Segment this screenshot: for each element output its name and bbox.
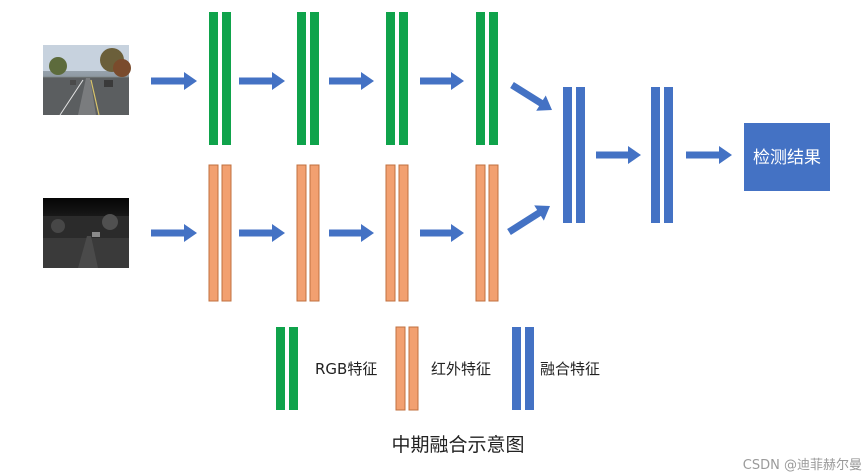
watermark: CSDN @迪菲赫尔曼 [743,458,862,473]
ir-feature-stage-2 [296,164,320,302]
arrow-to-result [686,146,732,164]
rgb-feature-stage-4 [476,12,498,145]
rgb-input-image [43,45,131,116]
detection-result-label: 检测结果 [753,148,821,168]
legend-ir-label: 红外特征 [431,360,491,378]
arrow-rgb-input [151,72,197,90]
diagram-caption: 中期融合示意图 [391,434,524,456]
arrow-ir-input [151,224,197,242]
arrow-ir-to-fusion [507,205,550,235]
arrow-rgb-stage-2 [329,72,374,90]
arrow-ir-stage-1 [239,224,285,242]
ir-feature-stage-3 [385,164,409,302]
ir-feature-stage-1 [208,164,232,302]
rgb-feature-stage-1 [209,12,231,145]
rgb-feature-stage-2 [297,12,319,145]
legend-fusion-label: 融合特征 [540,360,600,378]
rgb-feature-stage-3 [386,12,408,145]
ir-feature-stage-4 [475,164,499,302]
arrow-fusion-stage [596,146,641,164]
detection-result-box [744,123,830,191]
arrow-ir-stage-2 [329,224,374,242]
arrow-layer [151,72,732,242]
legend-ir-bars [395,326,419,411]
fusion-feature-stage-2 [651,87,673,223]
arrow-rgb-stage-3 [420,72,464,90]
ir-input-image [43,198,129,268]
arrow-rgb-stage-1 [239,72,285,90]
legend-fusion-bars [512,327,534,410]
feature-layer [208,12,673,302]
arrow-ir-stage-3 [420,224,464,242]
legend-rgb-label: RGB特征 [315,360,377,378]
arrow-rgb-to-fusion [510,82,553,111]
legend-rgb-bars [276,327,298,410]
fusion-feature-stage-1 [563,87,585,223]
